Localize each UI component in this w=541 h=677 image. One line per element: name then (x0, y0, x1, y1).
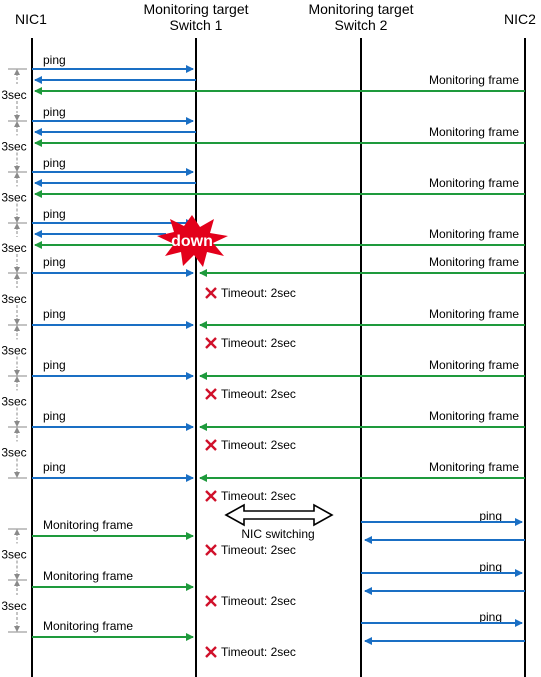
timeout-label: Timeout: 2sec (221, 543, 296, 557)
monitoring-frame-label: Monitoring frame (429, 358, 519, 372)
interval-label: 3sec (1, 241, 26, 255)
down-burst-icon (157, 215, 228, 267)
interval-marker: 3sec (1, 324, 27, 377)
monitoring-frame-label: Monitoring frame (429, 460, 519, 474)
ping-label: ping (479, 509, 502, 523)
ping-label: ping (43, 460, 66, 474)
timeout-marker: Timeout: 2sec (205, 336, 296, 350)
interval-label: 3sec (1, 140, 26, 154)
interval-markers: 3sec 3sec 3sec 3sec 3sec 3sec 3sec 3sec 3sec 3sec (1, 68, 27, 633)
ping-label: ping (43, 409, 66, 423)
ping-label: ping (479, 560, 502, 574)
monitoring-frame-label: Monitoring frame (43, 518, 133, 532)
interval-marker: 3sec (1, 68, 27, 122)
ping-label: ping (43, 156, 66, 170)
timeout-marker: Timeout: 2sec (205, 286, 296, 300)
ping-label: ping (43, 307, 66, 321)
timeout-marker: Timeout: 2sec (205, 594, 296, 608)
timeout-cross-icon (205, 490, 217, 502)
timeout-cross-icon (205, 337, 217, 349)
ping-label: ping (43, 358, 66, 372)
header-switch2-line1: Monitoring target (308, 1, 413, 17)
monitoring-frame-label: Monitoring frame (429, 307, 519, 321)
header-nic1: NIC1 (15, 11, 47, 27)
monitoring-frame-label: Monitoring frame (43, 569, 133, 583)
timeout-label: Timeout: 2sec (221, 594, 296, 608)
monitoring-frame-label: Monitoring frame (43, 619, 133, 633)
monitoring-frame-label: Monitoring frame (429, 227, 519, 241)
ping-label: ping (43, 255, 66, 269)
interval-marker: 3sec (1, 528, 27, 581)
interval-label: 3sec (1, 395, 26, 409)
header-switch1-line1: Monitoring target (143, 1, 248, 17)
monitoring-frame-label: Monitoring frame (429, 125, 519, 139)
interval-marker: 3sec (1, 171, 27, 224)
monitoring-frame-label: Monitoring frame (429, 255, 519, 269)
interval-label: 3sec (1, 88, 26, 102)
ping-label: ping (43, 105, 66, 119)
timeout-cross-icon (205, 287, 217, 299)
header-switch2-line2: Switch 2 (335, 17, 388, 33)
timeout-marker: Timeout: 2sec (205, 438, 296, 452)
monitoring-frame-label: Monitoring frame (429, 176, 519, 190)
interval-marker: 3sec (1, 272, 27, 326)
nic-switching-label: NIC switching (241, 527, 314, 541)
down-label: down (171, 233, 213, 250)
timeout-marker: Timeout: 2sec (205, 645, 296, 659)
monitoring-frame-label: Monitoring frame (429, 73, 519, 87)
timeout-label: Timeout: 2sec (221, 438, 296, 452)
switch1-down-burst: down (157, 215, 228, 267)
interval-label: 3sec (1, 344, 26, 358)
interval-label: 3sec (1, 446, 26, 460)
interval-marker: 3sec (1, 426, 27, 479)
timeout-cross-icon (205, 544, 217, 556)
timeout-label: Timeout: 2sec (221, 387, 296, 401)
timeout-label: Timeout: 2sec (221, 645, 296, 659)
ping-label: ping (43, 53, 66, 67)
ping-label: ping (479, 610, 502, 624)
ping-label: ping (43, 207, 66, 221)
nic-switching-indicator: NIC switching (224, 503, 334, 541)
interval-label: 3sec (1, 292, 26, 306)
timeout-marker: Timeout: 2sec (205, 543, 296, 557)
timeout-marker: Timeout: 2sec (205, 489, 296, 503)
nic-switching-double-arrow-icon (224, 503, 334, 527)
header-switch1-line2: Switch 1 (170, 17, 223, 33)
interval-marker: 3sec (1, 222, 27, 274)
timeout-label: Timeout: 2sec (221, 286, 296, 300)
timeout-cross-icon (205, 388, 217, 400)
timeout-cross-icon (205, 646, 217, 658)
timeout-cross-icon (205, 595, 217, 607)
interval-label: 3sec (1, 599, 26, 613)
monitoring-frame-label: Monitoring frame (429, 409, 519, 423)
timeout-label: Timeout: 2sec (221, 336, 296, 350)
interval-marker: 3sec (1, 120, 27, 173)
interval-marker: 3sec (1, 579, 27, 633)
timeout-label: Timeout: 2sec (221, 489, 296, 503)
timeout-cross-icon (205, 439, 217, 451)
interval-label: 3sec (1, 548, 26, 562)
timeout-marker: Timeout: 2sec (205, 387, 296, 401)
interval-label: 3sec (1, 191, 26, 205)
interval-marker: 3sec (1, 375, 27, 428)
header-nic2: NIC2 (504, 11, 536, 27)
